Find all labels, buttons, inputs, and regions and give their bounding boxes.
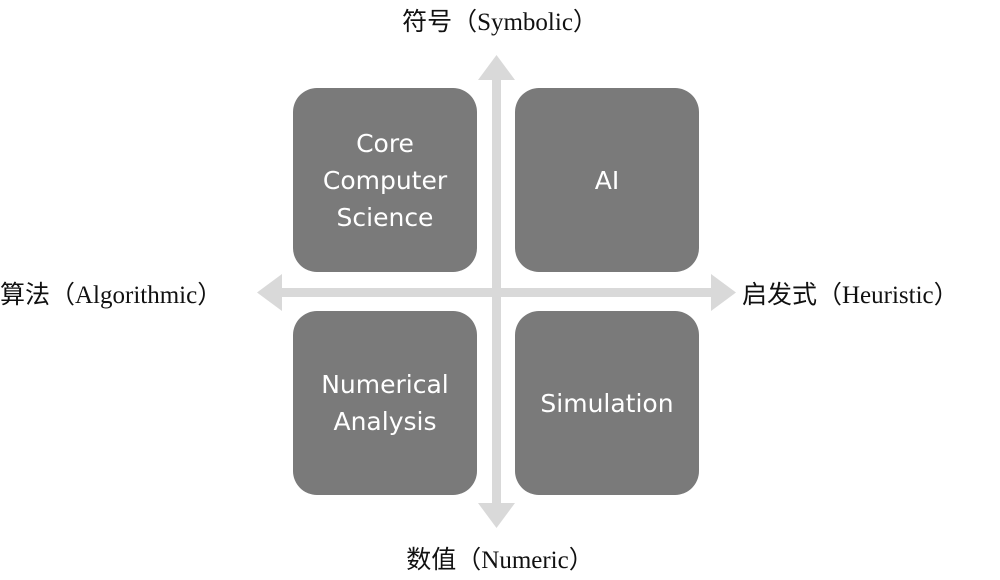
horizontal-axis — [280, 288, 714, 297]
axis-label-right: 启发式（Heuristic） — [742, 282, 959, 309]
axis-label-left: 算法（Algorithmic） — [0, 282, 223, 309]
arrow-down-icon — [478, 503, 515, 528]
quadrant-core-computer-science: Core Computer Science — [293, 88, 477, 272]
axis-label-bottom: 数值（Numeric） — [406, 547, 594, 574]
quadrant-numerical-analysis: Numerical Analysis — [293, 311, 477, 495]
arrow-left-icon — [257, 274, 282, 311]
arrow-up-icon — [478, 55, 515, 80]
quadrant-simulation: Simulation — [515, 311, 699, 495]
axis-label-top: 符号（Symbolic） — [402, 9, 598, 36]
quadrant-ai: AI — [515, 88, 699, 272]
arrow-right-icon — [711, 274, 736, 311]
